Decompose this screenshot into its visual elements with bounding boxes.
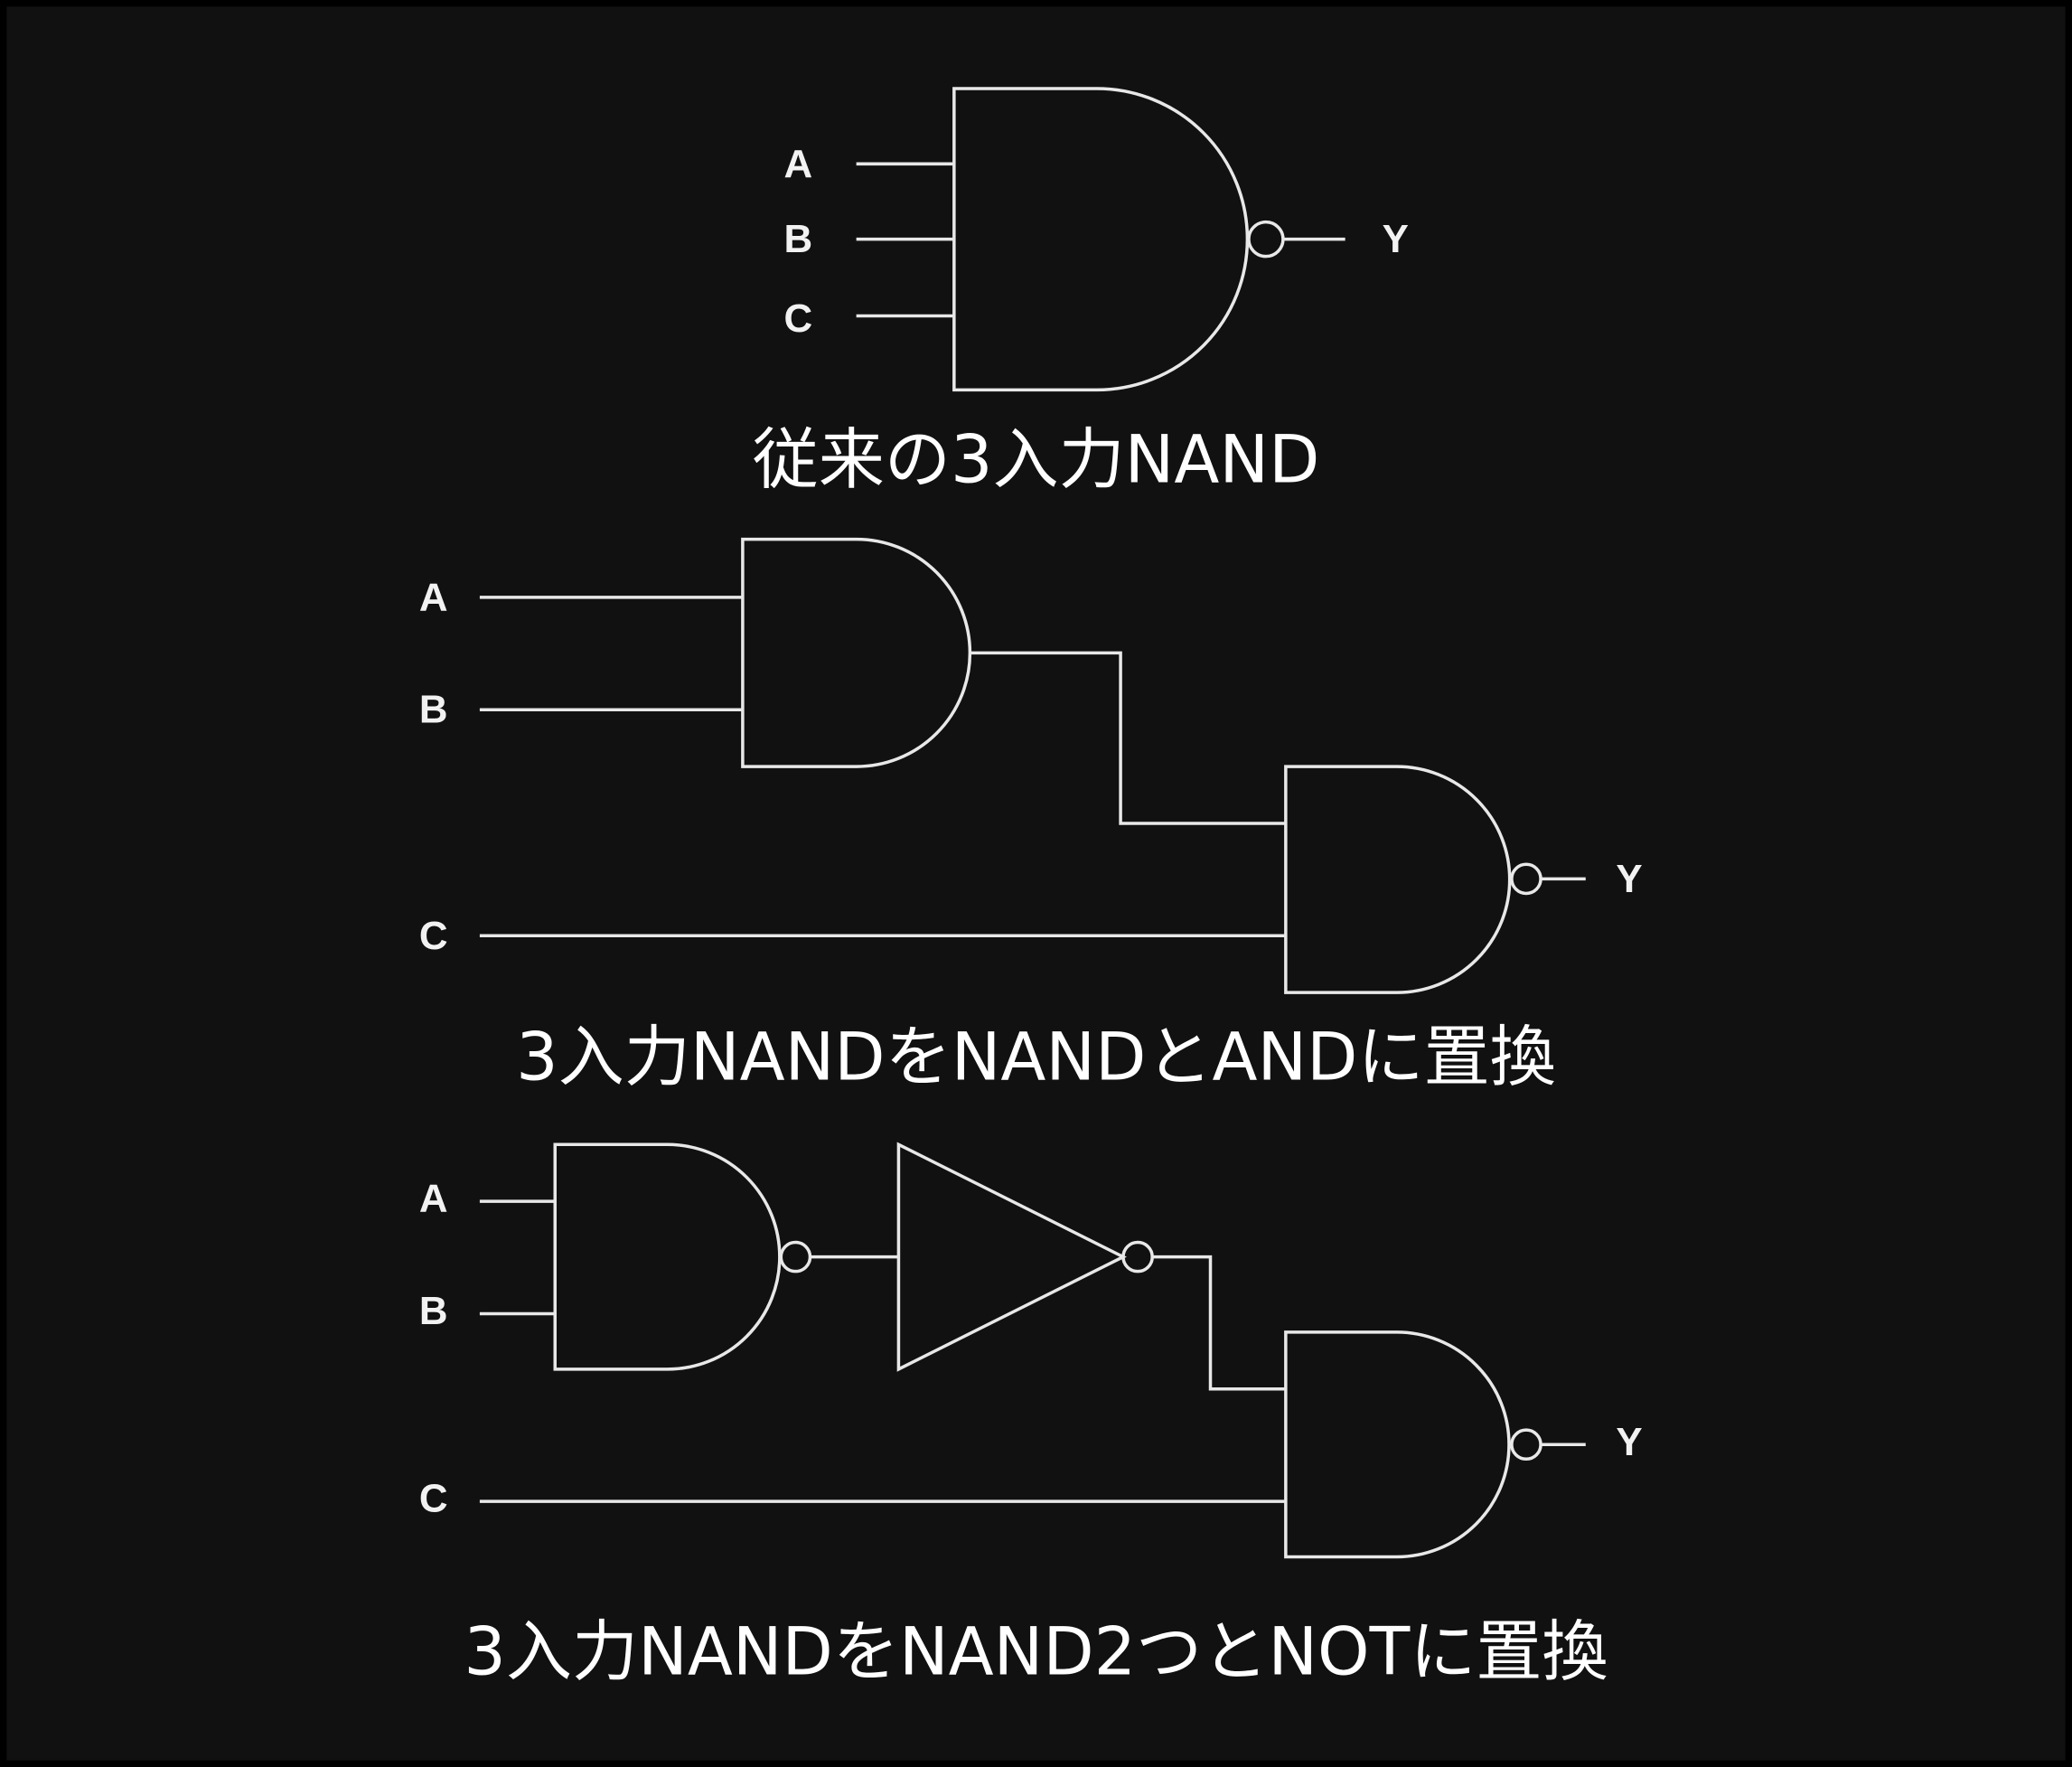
output-label-y: Y xyxy=(1616,857,1642,901)
diagram-3-input-nand: A B C Y 従来の3入力NAND xyxy=(753,87,1409,498)
input-label-c: C xyxy=(419,914,448,958)
caption-3: 3入力NANDをNAND2つとNOTに置換 xyxy=(464,1613,1608,1690)
output-label-y: Y xyxy=(1383,217,1409,261)
input-label-c: C xyxy=(783,296,812,341)
input-label-c: C xyxy=(419,1477,448,1521)
not-to-nand-wire xyxy=(1152,1255,1286,1391)
nand-gate-3in xyxy=(952,87,1250,392)
caption-1: 従来の3入力NAND xyxy=(753,421,1320,498)
input-label-a: A xyxy=(419,1177,448,1221)
input-label-a: A xyxy=(783,142,812,186)
input-label-b: B xyxy=(783,217,812,261)
background xyxy=(6,6,2066,1761)
nand-gate-1 xyxy=(553,1142,782,1371)
caption-2: 3入力NANDをNANDとANDに置換 xyxy=(516,1019,1556,1095)
input-label-b: B xyxy=(419,1289,448,1333)
diagram-nand-not-nand: A B C Y 3入力NANDをNAND2つとNOTに置換 xyxy=(419,1142,1643,1690)
not-gate xyxy=(896,1142,1127,1372)
output-label-y: Y xyxy=(1616,1420,1642,1464)
input-label-a: A xyxy=(419,575,448,619)
diagram-nand-and: A B C Y 3入力NANDをNANDとANDに置換 xyxy=(419,537,1643,1095)
and-to-nand-wire xyxy=(970,651,1286,825)
input-label-b: B xyxy=(419,688,448,732)
and-gate xyxy=(741,537,972,768)
nand-gate-2 xyxy=(1284,1330,1511,1559)
nand-gate xyxy=(1284,765,1512,994)
